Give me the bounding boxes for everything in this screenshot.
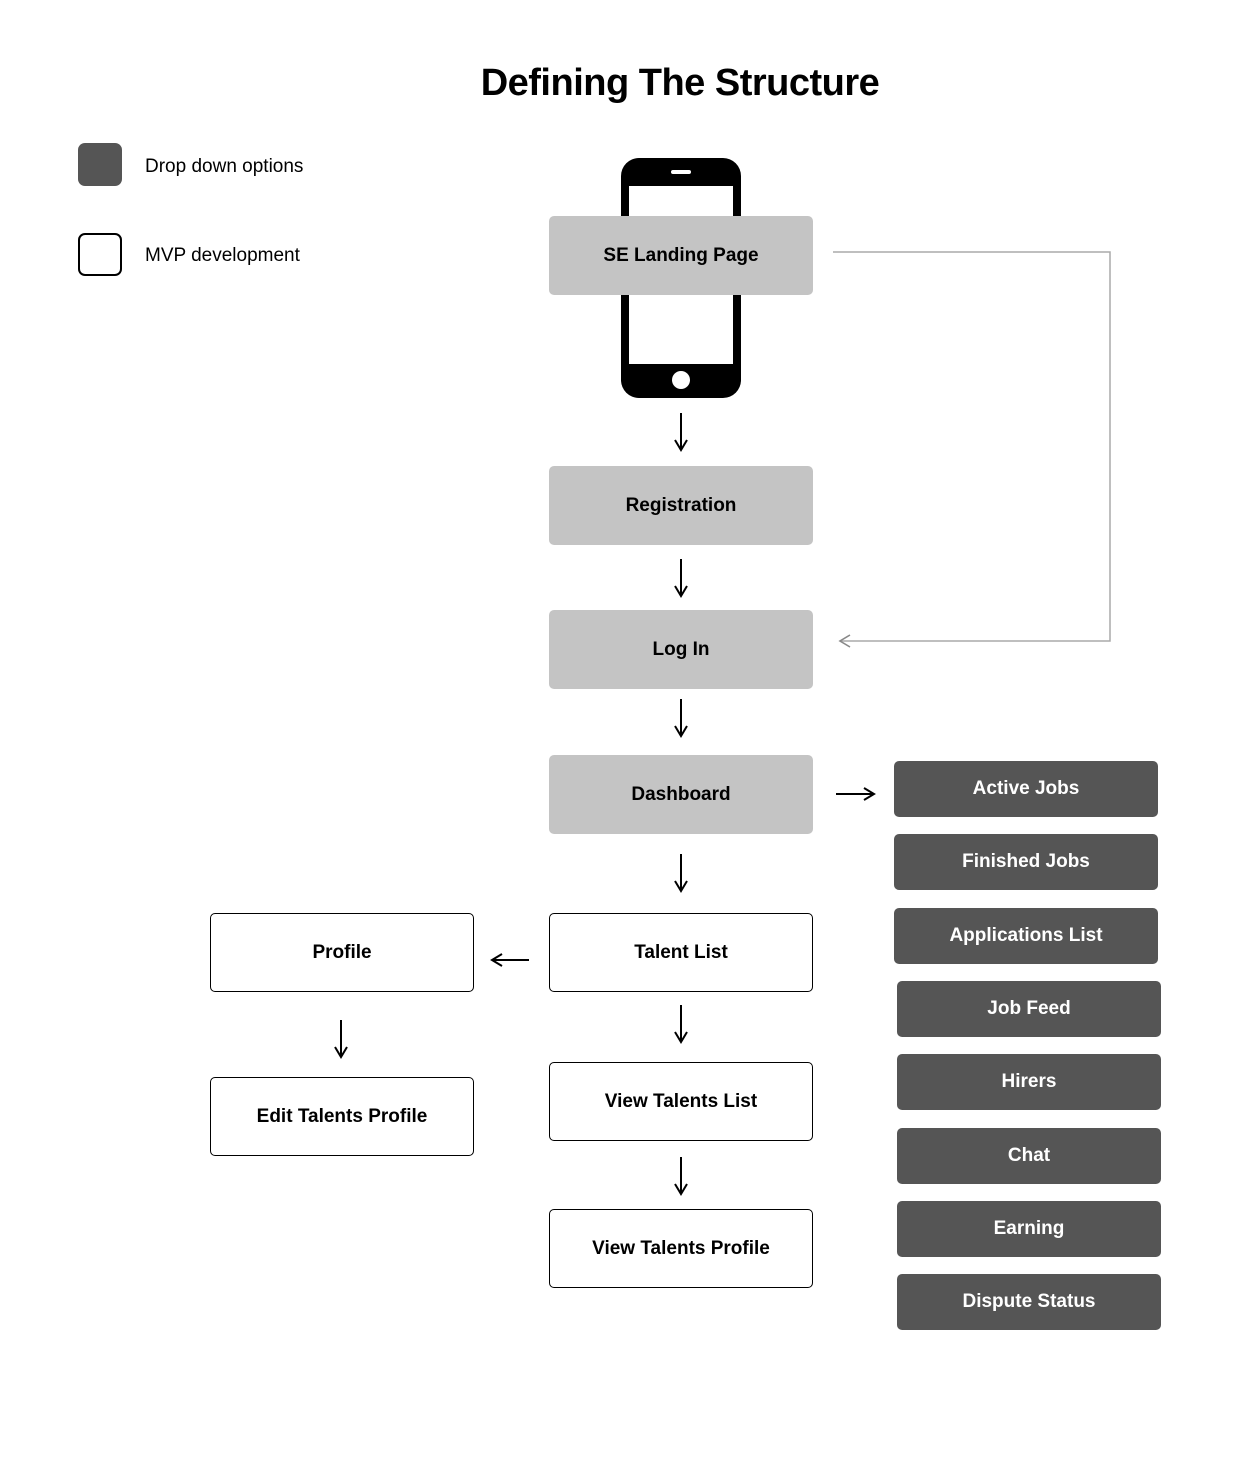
view-talents-list-box: View Talents List (549, 1062, 813, 1141)
view-talents-profile-box: View Talents Profile (549, 1209, 813, 1288)
legend-mvp-label: MVP development (145, 245, 300, 266)
dropdown-option-box: Job Feed (897, 981, 1161, 1037)
profile-box: Profile (210, 913, 474, 992)
landing-page-box: SE Landing Page (549, 216, 813, 295)
dashboard-box: Dashboard (549, 755, 813, 834)
dropdown-option-box: Dispute Status (897, 1274, 1161, 1330)
legend-mvp-swatch (78, 233, 122, 276)
login-box: Log In (549, 610, 813, 689)
landing-to-login-connector (833, 251, 1111, 648)
legend-dropdown-label: Drop down options (145, 156, 304, 177)
registration-box: Registration (549, 466, 813, 545)
legend-dropdown-swatch (78, 143, 122, 186)
edit-talents-profile-box: Edit Talents Profile (210, 1077, 474, 1156)
dropdown-option-box: Applications List (894, 908, 1158, 964)
dropdown-option-box: Active Jobs (894, 761, 1158, 817)
dropdown-option-box: Finished Jobs (894, 834, 1158, 890)
dropdown-option-box: Chat (897, 1128, 1161, 1184)
talent-list-box: Talent List (549, 913, 813, 992)
page-title: Defining The Structure (480, 62, 880, 104)
dropdown-option-box: Earning (897, 1201, 1161, 1257)
dropdown-option-box: Hirers (897, 1054, 1161, 1110)
